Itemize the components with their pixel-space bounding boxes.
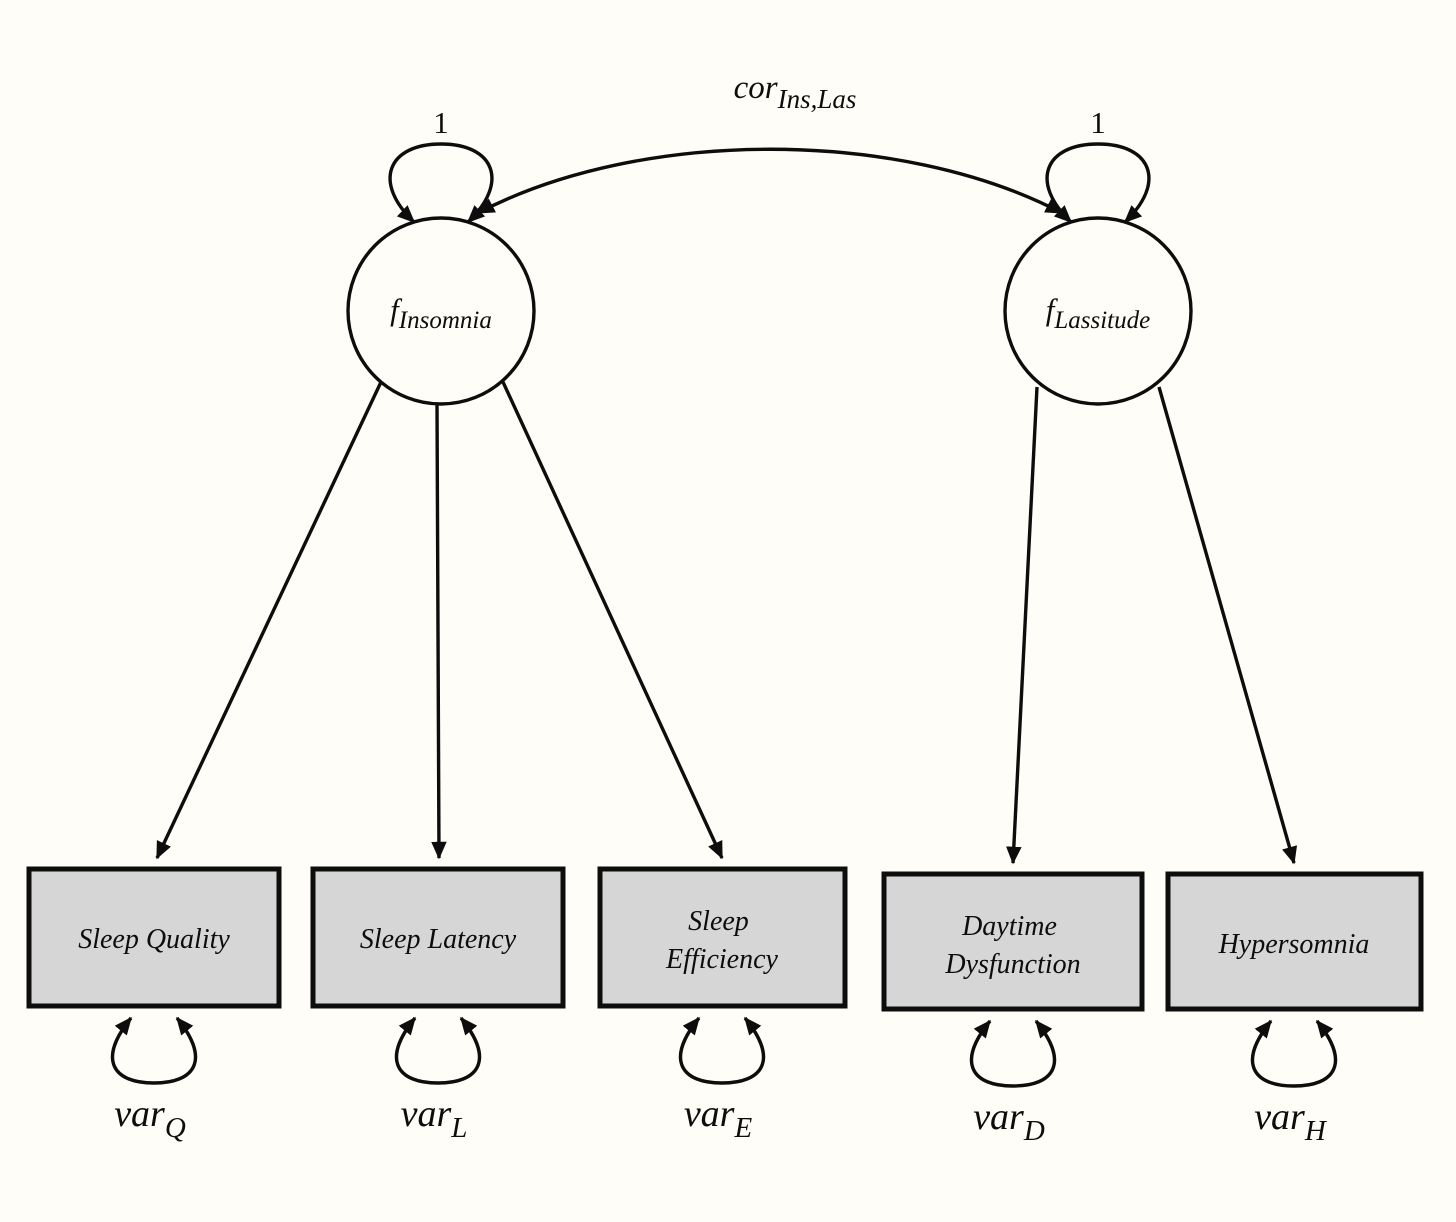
indicator-label-sleep-latency: Sleep Latency (360, 924, 517, 955)
residual-base: var (973, 1096, 1024, 1138)
residual-subscript: Q (165, 1112, 186, 1144)
residual-label-sleep-quality: varQ (114, 1093, 186, 1144)
loading-insomnia-sleep-latency (431, 403, 447, 860)
latent-subscript-insomnia: Insomnia (398, 307, 492, 334)
residual-label-sleep-latency: varL (401, 1093, 468, 1144)
latent-subscript-lassitude: Lassitude (1053, 307, 1150, 334)
indicator-box-sleep-quality[interactable] (26, 866, 282, 1009)
indicator-line-1: Daytime (961, 911, 1057, 942)
indicator-box-sleep-latency[interactable] (310, 866, 566, 1009)
loading-insomnia-sleep-quality (155, 381, 383, 860)
loading-lassitude-hypersomnia (1157, 386, 1298, 865)
residual-subscript: H (1304, 1115, 1328, 1147)
residual-loop-sleep-latency (395, 1016, 481, 1085)
residual-loop-daytime-dysfunction (970, 1019, 1056, 1088)
residual-loop-sleep-efficiency (679, 1016, 765, 1085)
indicator-box-daytime-dysfunction[interactable] (881, 871, 1145, 1012)
indicator-line-1: Sleep (688, 906, 749, 937)
latent-node-insomnia[interactable] (346, 216, 536, 406)
loading-insomnia-sleep-efficiency (501, 381, 724, 860)
residual-base: var (684, 1093, 735, 1135)
indicator-box-hypersomnia[interactable] (1165, 871, 1424, 1012)
fixed-variance-label-insomnia: 1 (433, 105, 449, 140)
residual-base: var (1254, 1096, 1305, 1138)
indicator-label-sleep-quality: Sleep Quality (78, 924, 230, 955)
indicator-label-daytime-dysfunction: Daytime Dysfunction (944, 911, 1080, 980)
variance-loop-insomnia (388, 142, 494, 224)
variance-loop-lassitude (1045, 142, 1151, 224)
indicator-line-2: Efficiency (665, 944, 779, 975)
fixed-variance-label-lassitude: 1 (1090, 105, 1106, 140)
latent-label-insomnia: fInsomnia (390, 292, 492, 334)
residual-subscript: L (450, 1112, 467, 1144)
loading-lassitude-daytime-dysfunction (1006, 386, 1039, 865)
correlation-base: cor (734, 70, 778, 106)
correlation-arc (476, 147, 1064, 215)
correlation-subscript: Ins,Las (777, 84, 857, 114)
residual-loop-sleep-quality (111, 1016, 197, 1085)
residual-label-hypersomnia: varH (1254, 1096, 1328, 1147)
correlation-label: corIns,Las (734, 70, 857, 114)
indicator-box-sleep-efficiency[interactable] (597, 866, 848, 1009)
residual-subscript: D (1023, 1115, 1045, 1147)
indicator-label-sleep-efficiency: Sleep Efficiency (665, 906, 779, 975)
residual-base: var (114, 1093, 165, 1135)
indicator-label-hypersomnia: Hypersomnia (1218, 929, 1370, 960)
residual-label-daytime-dysfunction: varD (973, 1096, 1045, 1147)
residual-label-sleep-efficiency: varE (684, 1093, 753, 1144)
latent-node-lassitude[interactable] (1003, 216, 1193, 406)
indicator-line-2: Dysfunction (944, 949, 1080, 980)
residual-loop-hypersomnia (1251, 1019, 1337, 1088)
residual-subscript: E (733, 1112, 752, 1144)
residual-base: var (401, 1093, 452, 1135)
